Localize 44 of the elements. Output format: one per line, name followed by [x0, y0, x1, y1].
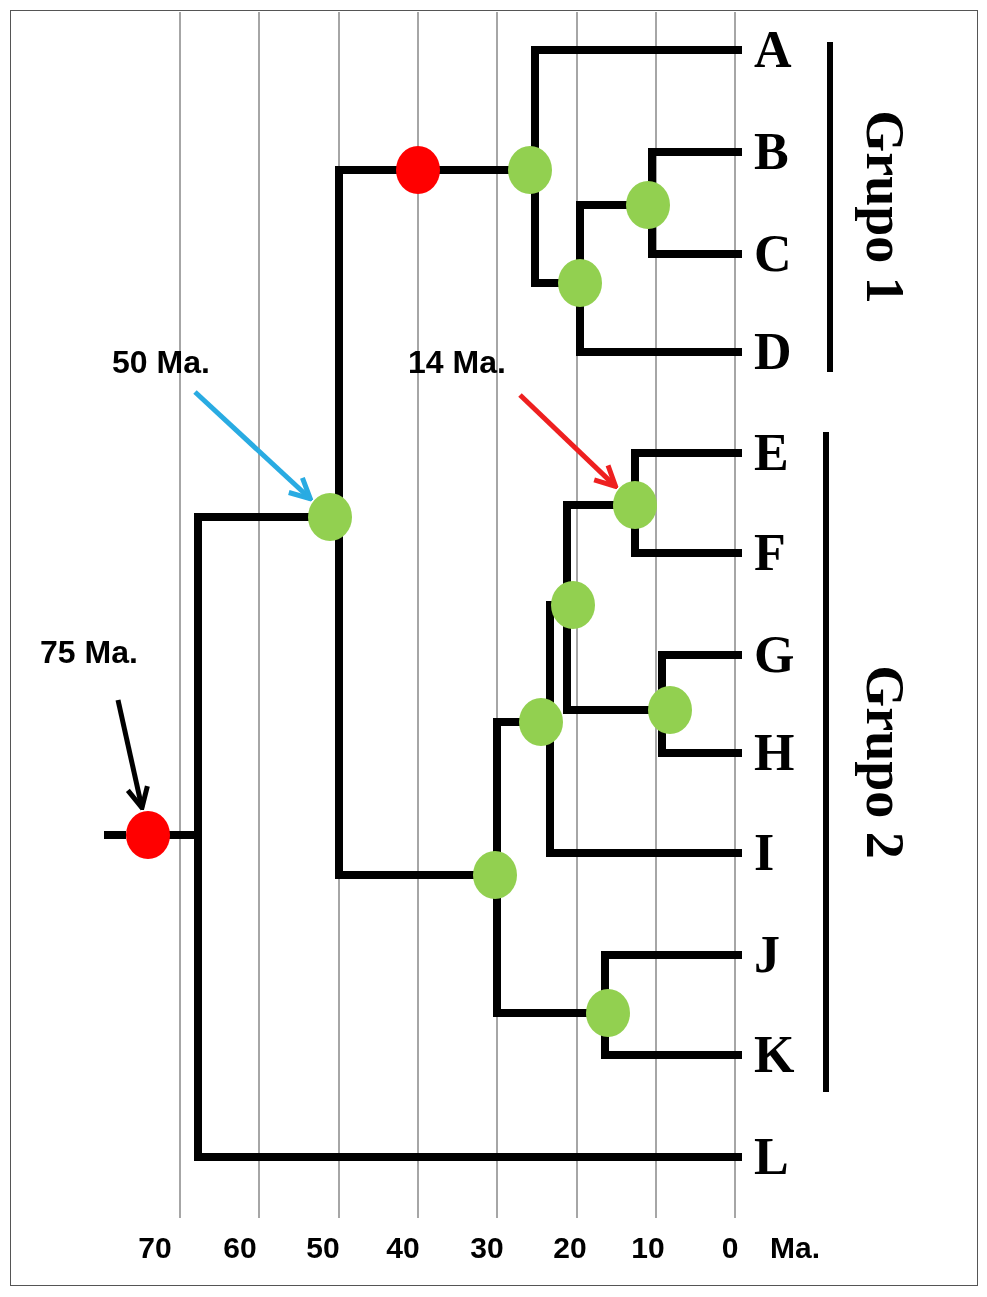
node-dot	[648, 686, 692, 734]
node-dot	[473, 851, 517, 899]
axis-tick-label: Ma.	[769, 1230, 821, 1266]
taxon-label: L	[754, 1127, 789, 1187]
axis-tick-label: 60	[222, 1230, 258, 1266]
taxon-label: G	[754, 625, 795, 685]
axis-tick-label: 20	[552, 1230, 588, 1266]
age-label: 14 Ma.	[408, 340, 548, 384]
node-dot	[519, 698, 563, 746]
axis-tick-label: 70	[137, 1230, 173, 1266]
tree-branch	[648, 224, 742, 258]
taxon-label: J	[754, 925, 780, 985]
node-dot	[551, 581, 595, 629]
pointer-arrow	[518, 393, 619, 489]
node-dot	[613, 481, 657, 529]
axis-tick-label: 10	[630, 1230, 666, 1266]
axis-tick-label: 30	[469, 1230, 505, 1266]
axis-tick-label: 50	[305, 1230, 341, 1266]
taxon-label: H	[754, 723, 795, 783]
node-dot	[308, 493, 352, 541]
age-label: 75 Ma.	[40, 630, 180, 674]
node-dot	[558, 259, 602, 307]
taxon-label: E	[754, 423, 789, 483]
pointer-arrow	[193, 390, 313, 502]
taxon-label: F	[754, 523, 786, 583]
axis-tick-label: 0	[720, 1230, 740, 1266]
node-dot	[508, 146, 552, 194]
taxon-label: K	[754, 1025, 795, 1085]
taxon-label: D	[754, 322, 792, 382]
taxon-label: I	[754, 823, 775, 883]
tree-branch	[531, 46, 742, 151]
event-dot	[126, 811, 170, 859]
node-dot	[586, 989, 630, 1037]
age-label: 50 Ma.	[112, 340, 252, 384]
pointer-arrow	[115, 699, 150, 811]
taxon-label: B	[754, 122, 789, 182]
event-dot	[396, 146, 440, 194]
axis-tick-label: 40	[385, 1230, 421, 1266]
tree-branch	[648, 148, 742, 186]
node-dot	[626, 181, 670, 229]
taxon-label: C	[754, 224, 792, 284]
group-label: Grupo 1	[857, 109, 913, 306]
taxon-label: A	[754, 20, 792, 80]
group-label: Grupo 2	[857, 664, 913, 861]
